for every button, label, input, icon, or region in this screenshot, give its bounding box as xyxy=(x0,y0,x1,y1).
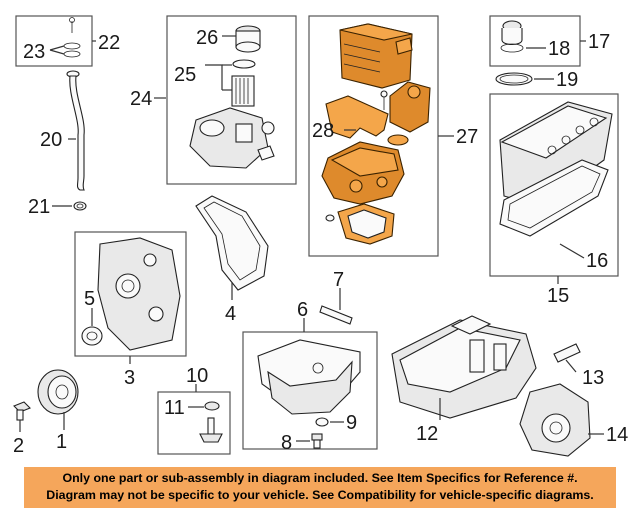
callout-11: 11 xyxy=(164,397,185,419)
callout-25: 25 xyxy=(174,64,196,86)
notice-line-1: Only one part or sub-assembly in diagram… xyxy=(62,471,578,485)
callout-18: 18 xyxy=(548,38,570,60)
dipstick-tube-20: 20 xyxy=(40,70,85,191)
part-9: 9 xyxy=(315,412,357,434)
box-6 xyxy=(242,331,378,450)
notice-banner: Only one part or sub-assembly in diagram… xyxy=(24,467,616,508)
callout-13: 13 xyxy=(582,367,604,389)
part-13: 13 xyxy=(553,343,604,389)
group-15-16: 16 15 xyxy=(489,93,619,307)
callout-24: 24 xyxy=(130,88,152,110)
group-24-26: 26 25 24 xyxy=(130,15,297,185)
callout-15: 15 xyxy=(547,285,569,307)
callout-23: 23 xyxy=(23,41,45,63)
callout-5: 5 xyxy=(84,288,95,310)
box-15 xyxy=(489,93,619,277)
engine-block-12: 12 xyxy=(391,315,537,445)
callout-8: 8 xyxy=(281,432,292,454)
group-22-23: 23 22 xyxy=(15,15,120,67)
callout-2: 2 xyxy=(13,435,24,457)
callout-6: 6 xyxy=(297,299,308,321)
part-8: 8 xyxy=(281,432,323,454)
callout-19: 19 xyxy=(556,69,578,91)
callout-20: 20 xyxy=(40,129,62,151)
gasket-4: 4 xyxy=(195,195,269,325)
callout-26: 26 xyxy=(196,27,218,49)
box-24 xyxy=(166,15,297,185)
callout-27: 27 xyxy=(456,126,478,148)
notice-line-2: Diagram may not be specific to your vehi… xyxy=(46,488,594,502)
seal-19: 19 xyxy=(495,69,578,91)
callout-1: 1 xyxy=(56,431,67,453)
group-1-2: 1 2 xyxy=(13,369,79,457)
callout-4: 4 xyxy=(225,303,236,325)
callout-12: 12 xyxy=(416,423,438,445)
callout-16: 16 xyxy=(586,250,608,272)
box-10 xyxy=(157,391,231,455)
callout-14: 14 xyxy=(606,424,628,446)
callout-22: 22 xyxy=(98,32,120,54)
callout-7: 7 xyxy=(333,269,344,291)
callout-9: 9 xyxy=(346,412,357,434)
group-27-oil-cooler: 28 27 xyxy=(308,15,478,257)
callout-21: 21 xyxy=(28,196,50,218)
callout-17: 17 xyxy=(588,31,610,53)
seal-21: 21 xyxy=(28,196,87,218)
callout-3: 3 xyxy=(124,367,135,389)
part-7: 7 xyxy=(319,269,353,325)
group-10-11: 11 10 xyxy=(157,365,231,455)
group-3-5: 5 3 xyxy=(74,231,187,389)
part-14: 14 xyxy=(519,383,628,457)
group-6: 6 xyxy=(242,299,378,450)
group-17-18: 18 17 xyxy=(489,15,610,67)
callout-28: 28 xyxy=(312,120,334,142)
callout-10: 10 xyxy=(186,365,208,387)
